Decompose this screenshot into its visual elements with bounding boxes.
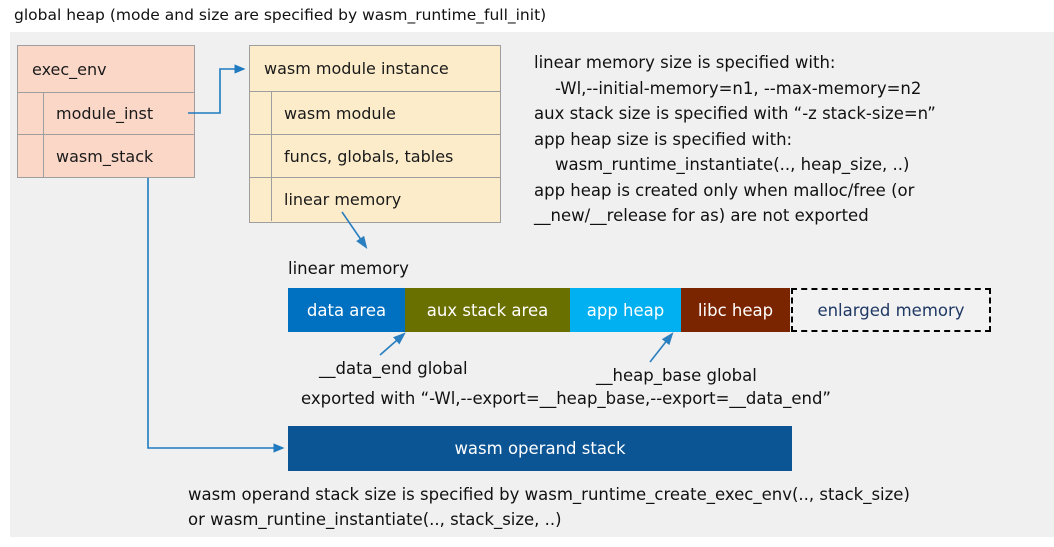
module-instance-gutter bbox=[250, 178, 272, 221]
module-instance-row-wasm-module: wasm module bbox=[250, 92, 500, 135]
exec-env-rows: module_inst wasm_stack bbox=[18, 93, 194, 177]
exec-env-gutter bbox=[18, 135, 44, 177]
linear-memory-caption: linear memory bbox=[288, 259, 409, 278]
module-instance-rows: wasm module funcs, globals, tables linea… bbox=[250, 92, 500, 221]
exec-env-row-label: wasm_stack bbox=[56, 146, 154, 166]
wasm-module-instance-box: wasm module instance wasm module funcs, … bbox=[249, 45, 501, 223]
exec-env-gutter bbox=[18, 93, 44, 134]
heap-base-annotation: __heap_base global bbox=[596, 366, 757, 385]
module-instance-row-funcs-globals-tables: funcs, globals, tables bbox=[250, 135, 500, 178]
module-instance-gutter bbox=[250, 92, 272, 134]
module-instance-row-label: funcs, globals, tables bbox=[284, 146, 454, 166]
exec-env-row-wasm-stack: wasm_stack bbox=[18, 135, 194, 177]
exec-env-box: exec_env module_inst wasm_stack bbox=[17, 45, 195, 178]
exec-env-row-module-inst: module_inst bbox=[18, 93, 194, 135]
module-instance-gutter bbox=[250, 135, 272, 177]
wasm-operand-stack-box: wasm operand stack bbox=[288, 426, 792, 471]
memory-segment-enlarged-memory: enlarged memory bbox=[791, 288, 991, 332]
memory-segment-app-heap: app heap bbox=[570, 288, 681, 332]
operand-stack-notes: wasm operand stack size is specified by … bbox=[188, 485, 910, 529]
page-title: global heap (mode and size are specified… bbox=[14, 6, 547, 24]
memory-segment-aux-stack-area: aux stack area bbox=[405, 288, 570, 332]
exported-annotation: exported with “-Wl,--export=__heap_base,… bbox=[301, 389, 831, 408]
exec-env-row-label: module_inst bbox=[56, 104, 154, 123]
module-instance-header: wasm module instance bbox=[250, 46, 500, 92]
module-instance-row-label: linear memory bbox=[284, 190, 402, 209]
memory-segment-data-area: data area bbox=[288, 288, 405, 332]
data-end-annotation: __data_end global bbox=[319, 359, 468, 378]
exec-env-header: exec_env bbox=[18, 46, 194, 93]
module-instance-row-linear-memory: linear memory bbox=[250, 178, 500, 221]
memory-segment-libc-heap: libc heap bbox=[681, 288, 790, 332]
module-instance-row-label: wasm module bbox=[284, 103, 396, 123]
linear-memory-notes: linear memory size is specified with: -W… bbox=[534, 53, 936, 225]
